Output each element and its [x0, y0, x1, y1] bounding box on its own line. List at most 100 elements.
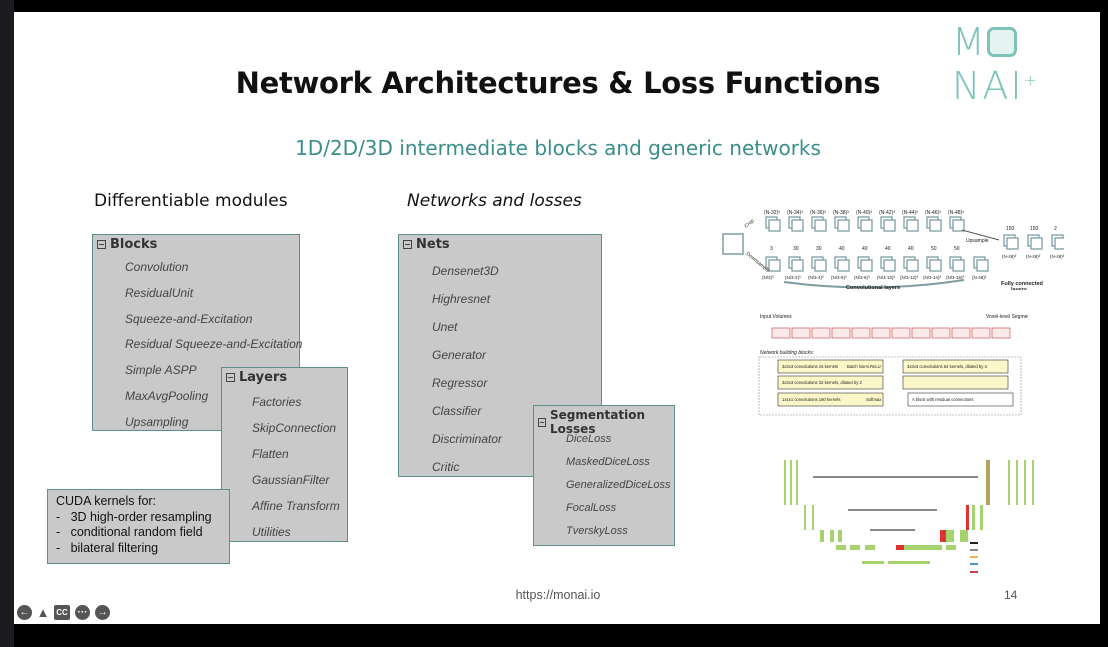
cuda-item: - bilateral filtering: [56, 540, 159, 555]
diagram-label: (N-48)³: [1026, 254, 1041, 259]
feature-map: [980, 505, 983, 530]
feature-map: [860, 219, 873, 232]
diagram-label: (N/3)³: [762, 275, 774, 280]
cuda-box: CUDA kernels for: - 3D high-order resamp…: [47, 489, 230, 564]
diagram-label: Network building blocks:: [760, 350, 815, 356]
feature-map: [865, 545, 875, 550]
left-heading: Differentiable modules: [94, 191, 288, 211]
feature-map: [850, 545, 860, 550]
building-block: [907, 392, 1014, 407]
diagram-label: (N/3-16)³: [946, 275, 965, 280]
diagram-label: Fully connected: [1001, 281, 1043, 287]
legend-frame: [758, 356, 1022, 416]
feature-map: [888, 561, 910, 564]
diagram-label: (N/3-10)³: [877, 275, 896, 280]
blocks-title: Blocks: [110, 237, 158, 252]
page-number: 14: [1004, 588, 1018, 602]
list-item: Affine Transform: [252, 499, 340, 513]
list-item: Classifier: [432, 404, 482, 418]
feature-map: [796, 460, 798, 505]
feature-map: [1006, 237, 1019, 250]
collapse-icon: [403, 240, 412, 249]
feature-map: [1016, 460, 1018, 505]
diagram-label: (N/3-4)³: [808, 275, 824, 280]
list-item: GeneralizedDiceLoss: [566, 479, 671, 491]
feature-map: [946, 545, 956, 550]
feature-map: [883, 219, 896, 232]
feature-map: [896, 545, 904, 550]
collapse-icon: [97, 240, 106, 249]
list-item: Simple ASPP: [125, 363, 197, 378]
feature-map: [946, 530, 954, 542]
list-item: Squeeze-and-Excitation: [125, 311, 253, 326]
layers-title: Layers: [239, 370, 288, 385]
slide-title: Network Architectures & Loss Functions: [235, 66, 881, 100]
list-item: ResidualUnit: [125, 285, 194, 300]
diagram-label: 30: [816, 246, 822, 252]
network-block: [831, 327, 851, 339]
feature-map: [814, 219, 827, 232]
cone-icon[interactable]: ▲: [36, 605, 50, 620]
arrow-left-icon[interactable]: ←: [17, 605, 32, 620]
diagram-label: 40: [885, 246, 891, 252]
more-icon[interactable]: ···: [75, 605, 90, 620]
network-block: [771, 327, 791, 339]
diagram-label: (N-34)³: [787, 210, 803, 216]
slide: MNAI+ Network Architectures & Loss Funct…: [14, 12, 1100, 624]
monai-logo: MNAI+: [952, 20, 1040, 108]
unet-diagram: [784, 460, 1034, 573]
diagram-label: (N-46)³: [925, 210, 941, 216]
feature-map: [768, 259, 781, 272]
list-item: Factories: [252, 395, 302, 409]
diagram-label: (N/3-2)³: [785, 275, 801, 280]
feature-map: [784, 460, 786, 505]
slide-subtitle: 1D/2D/3D intermediate blocks and generic…: [295, 136, 821, 160]
diagram-label: Softmax: [866, 397, 882, 402]
cc-icon[interactable]: CC: [54, 605, 70, 620]
viewer-frame: [0, 0, 14, 647]
feature-map: [1032, 460, 1034, 505]
diagram-label: (N/3-6)³: [831, 275, 847, 280]
diagram-label: (N-44)³: [902, 210, 918, 216]
feature-map: [1054, 237, 1064, 250]
feature-map: [966, 505, 969, 530]
diagram-label: (N-32)³: [764, 210, 780, 216]
feature-map: [837, 259, 850, 272]
feature-map: [952, 219, 965, 232]
diagram-label: (N-48)³: [1002, 254, 1017, 259]
list-item: Utilities: [252, 525, 291, 539]
diagram-label: 50: [931, 246, 937, 252]
list-item: Unet: [432, 320, 458, 334]
feature-map: [952, 259, 965, 272]
list-item: MaxAvgPooling: [125, 389, 209, 403]
list-item: Critic: [432, 460, 460, 474]
feature-map: [768, 219, 781, 232]
list-item: FocalLoss: [566, 502, 617, 514]
feature-map: [838, 530, 842, 542]
feature-map: [830, 530, 834, 542]
network-block: [851, 327, 871, 339]
building-block: [902, 359, 1009, 374]
list-item: Generator: [432, 348, 487, 362]
list-item: SkipConnection: [252, 421, 337, 435]
nets-title: Nets: [416, 237, 450, 252]
feature-map: [932, 545, 942, 550]
diagram-label: 40: [908, 246, 914, 252]
feature-map: [837, 219, 850, 232]
diagram-label: Batch Norm.: [847, 364, 870, 369]
list-item: GaussianFilter: [252, 473, 330, 487]
feature-map: [906, 259, 919, 272]
arrow-right-icon[interactable]: →: [95, 605, 110, 620]
arrow: [961, 229, 1000, 241]
diagram-label: (N-38)³: [833, 210, 849, 216]
diagram-label: A block with residual connections: [912, 397, 973, 402]
feature-map: [790, 460, 792, 505]
network-block: [931, 327, 951, 339]
feature-map: [906, 219, 919, 232]
diagram-label: (N-36)³: [810, 210, 826, 216]
diagram-label: 3x3x3 convolutions 32 kernels, dilated b…: [782, 380, 863, 385]
feature-map: [820, 530, 824, 542]
